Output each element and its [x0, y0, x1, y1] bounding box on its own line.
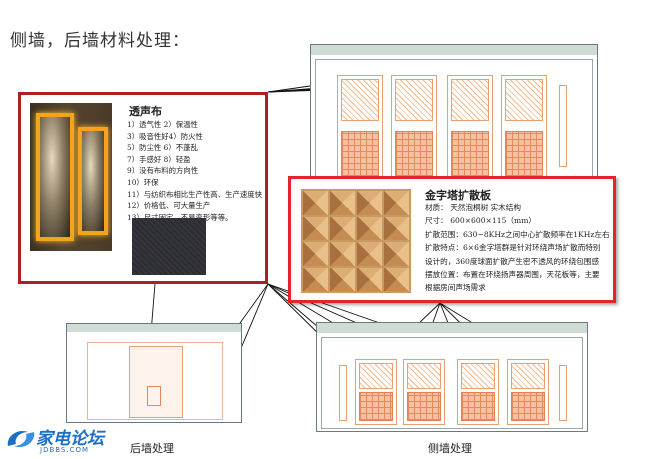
site-logo: 家电论坛 JDBBS.COM	[4, 424, 134, 456]
fabric-title: 透声布	[129, 105, 162, 118]
list-item: 12）价格低、可大量生产	[127, 201, 211, 211]
logo-subtext: JDBBS.COM	[40, 446, 90, 454]
list-item: 摆放位置：布置在环绕扬声器周围，天花板等，主要	[425, 270, 600, 280]
acoustic-fabric-panel: 透声布 1）透气性 2）保温性 3）吸音性好4）防火性 5）防尘性 6）不蓬乱 …	[18, 92, 268, 284]
list-item: 3）吸音性好4）防火性	[127, 131, 203, 141]
diffuser-title: 金字塔扩散板	[425, 189, 491, 202]
list-item: 扩散范围：630~8KHz之间中心扩散频率在1KHz左右	[425, 229, 610, 239]
list-item: 13）尺寸固定，不易变形等等。	[127, 212, 262, 224]
list-item: 材质： 天然泡桐树 实木结构	[425, 203, 521, 212]
side-wall-elevation-bottom	[316, 322, 588, 432]
list-item: 尺寸： 600×600×115（mm）	[425, 216, 536, 226]
list-item: 扩散特点：6×6金字塔群是针对环绕声场扩散而特别	[425, 243, 601, 253]
list-item: 9）没有布料的方向性	[127, 166, 199, 176]
swirl-logo-icon	[7, 430, 35, 448]
rear-wall-elevation	[66, 323, 242, 423]
logo-text: 家电论坛	[36, 429, 104, 449]
fabric-features-list: 1）透气性 2）保温性 3）吸音性好4）防火性 5）防尘性 6）不蓬乱 7）手感…	[127, 119, 262, 223]
list-item: 根据房间声场需求	[425, 283, 486, 293]
list-item: 设计的，360度球面扩散产生密不透风的环绕包围感	[425, 256, 599, 266]
list-item: 11）与纺织布相比生产性高、生产速度快	[127, 189, 263, 199]
list-item: 5）防尘性 6）不蓬乱	[127, 143, 198, 153]
fabric-swatch	[132, 218, 206, 275]
page-title: 侧墙，后墙材料处理：	[10, 31, 190, 51]
fabric-room-photo	[30, 103, 112, 251]
pyramid-diffuser-panel: 金字塔扩散板 材质： 天然泡桐树 实木结构 尺寸： 600×600×115（mm…	[288, 176, 616, 303]
diffuser-description: 材质： 天然泡桐树 实木结构 尺寸： 600×600×115（mm） 扩散范围：…	[425, 201, 613, 295]
list-item: 7）手感好 8）轻盈	[127, 154, 191, 164]
side-wall-elevation-top	[310, 44, 598, 192]
pyramid-diffuser-photo	[301, 189, 411, 293]
rear-wall-caption: 后墙处理	[130, 442, 174, 455]
side-wall-caption: 侧墙处理	[428, 442, 472, 455]
list-item: 1）透气性 2）保温性	[127, 120, 198, 129]
list-item: 10）环保	[127, 177, 159, 187]
